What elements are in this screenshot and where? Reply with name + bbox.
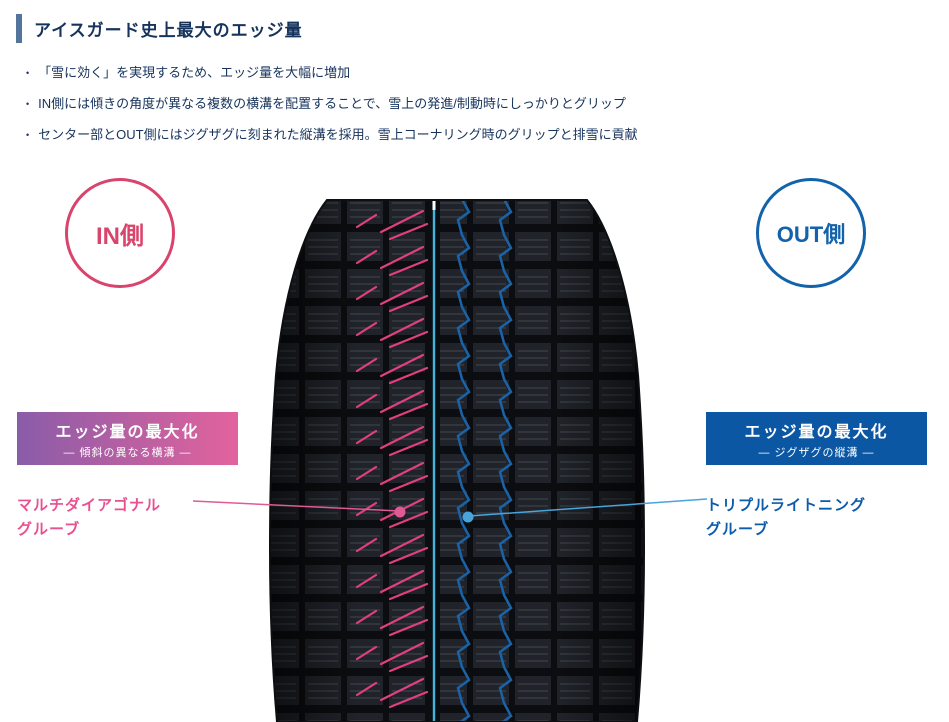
left-groove-name-line1: マルチダイアゴナル: [17, 497, 162, 514]
bullet-item: • センター部とOUT側にはジグザグに刻まれた縦溝を採用。雪上コーナリング時のグ…: [26, 126, 638, 144]
out-side-badge: OUT側: [756, 178, 866, 288]
zigzag-grooves: [456, 200, 513, 722]
bullet-dot-icon: •: [26, 99, 30, 109]
right-feature-title: エッジ量の最大化: [744, 423, 889, 441]
bullet-text: 「雪に効く」を実現するため、エッジ量を大幅に増加: [38, 65, 351, 80]
multi-diagonal-grooves: [355, 209, 429, 709]
bullet-item: • 「雪に効く」を実現するため、エッジ量を大幅に増加: [26, 64, 638, 82]
left-feature-box: エッジ量の最大化 ― 傾斜の異なる横溝 ―: [17, 412, 238, 465]
left-feature-title: エッジ量の最大化: [55, 423, 200, 441]
right-groove-name: トリプルライトニング グルーブ: [706, 494, 866, 542]
right-shoulder-shading: [556, 200, 644, 722]
right-feature-box: エッジ量の最大化 ― ジグザグの縦溝 ―: [706, 412, 927, 465]
in-side-badge: IN側: [65, 178, 175, 288]
left-groove-name-line2: グルーブ: [17, 521, 81, 538]
bullet-dot-icon: •: [26, 68, 30, 78]
bullet-dot-icon: •: [26, 130, 30, 140]
page-title: アイスガード史上最大のエッジ量: [34, 21, 303, 40]
left-groove-name: マルチダイアゴナル グルーブ: [17, 494, 161, 542]
bullet-item: • IN側には傾きの角度が異なる複数の横溝を配置することで、雪上の発進/制動時に…: [26, 95, 638, 113]
right-groove-name-line2: グルーブ: [706, 521, 770, 538]
bullet-text: IN側には傾きの角度が異なる複数の横溝を配置することで、雪上の発進/制動時にしっ…: [38, 96, 626, 111]
tire-outline: [268, 199, 646, 722]
tire-tread-image: [268, 199, 646, 722]
left-shoulder-shading: [270, 200, 358, 722]
page-title-block: アイスガード史上最大のエッジ量: [16, 14, 303, 43]
right-feature-subtitle: ― ジグザグの縦溝 ―: [758, 446, 875, 459]
right-groove-name-line1: トリプルライトニング: [706, 497, 867, 514]
left-feature-subtitle: ― 傾斜の異なる横溝 ―: [63, 446, 192, 459]
bullet-text: センター部とOUT側にはジグザグに刻まれた縦溝を採用。雪上コーナリング時のグリッ…: [38, 127, 638, 142]
bullet-list: • 「雪に効く」を実現するため、エッジ量を大幅に増加 • IN側には傾きの角度が…: [26, 64, 638, 157]
